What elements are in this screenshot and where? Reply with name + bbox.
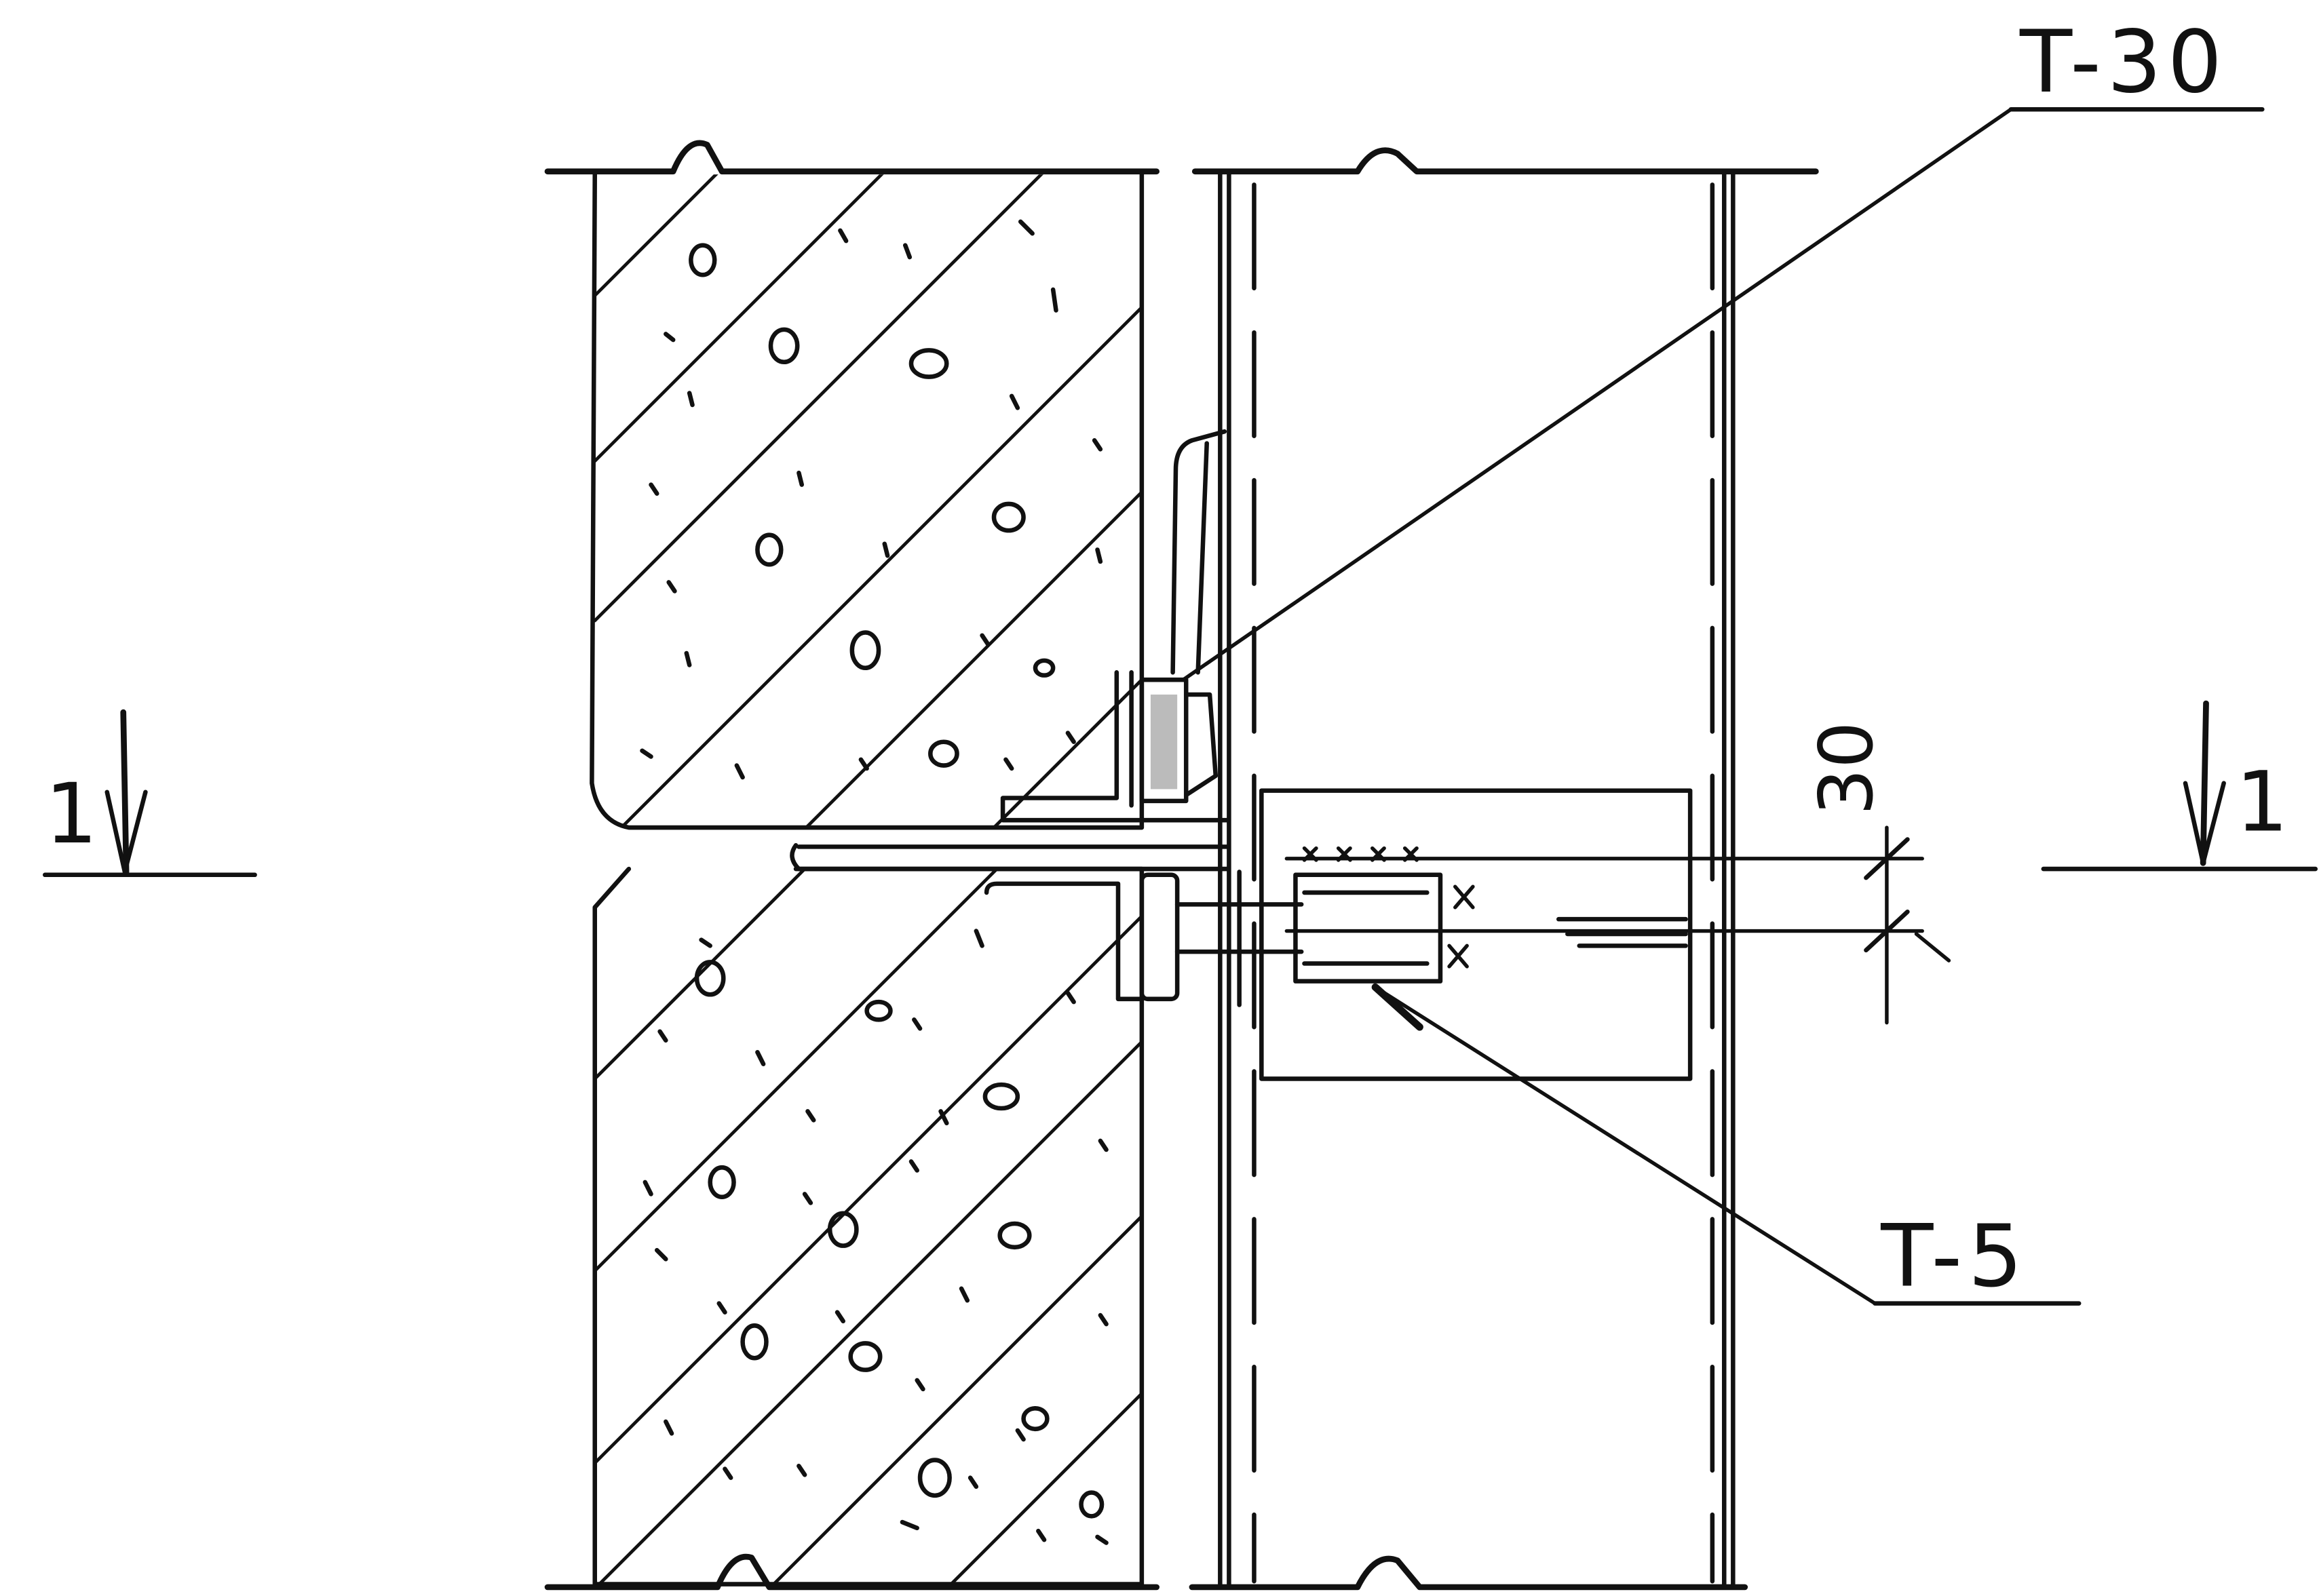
callout-t30-label: T-30 bbox=[2019, 12, 2228, 112]
concrete-hatching-top bbox=[593, 174, 1142, 828]
concrete-hatching-bottom bbox=[594, 869, 1142, 1584]
sandwich-panel bbox=[1189, 147, 1819, 1591]
section-mark-left-label: 1 bbox=[45, 766, 98, 862]
section-mark-right: 1 bbox=[2041, 700, 2318, 872]
callout-t5: T-5 bbox=[1371, 983, 2082, 1306]
dimension-30: 30 bbox=[1284, 722, 1951, 1025]
angle-bracket-top bbox=[1000, 429, 1230, 823]
concrete-panel-top bbox=[544, 140, 1160, 830]
aggregate-marks-bottom bbox=[643, 929, 1109, 1545]
callout-t30: T-30 bbox=[1181, 12, 2265, 682]
section-mark-right-label: 1 bbox=[2236, 754, 2288, 850]
concrete-panel-bottom bbox=[544, 866, 1160, 1591]
dimension-text: 30 bbox=[1803, 722, 1890, 816]
callout-t5-label: T-5 bbox=[1880, 1206, 2029, 1306]
section-mark-left: 1 bbox=[42, 709, 257, 878]
bolt-assembly bbox=[984, 788, 1693, 1081]
aggregate-marks-top bbox=[640, 219, 1103, 780]
joint-seal bbox=[790, 842, 1230, 872]
